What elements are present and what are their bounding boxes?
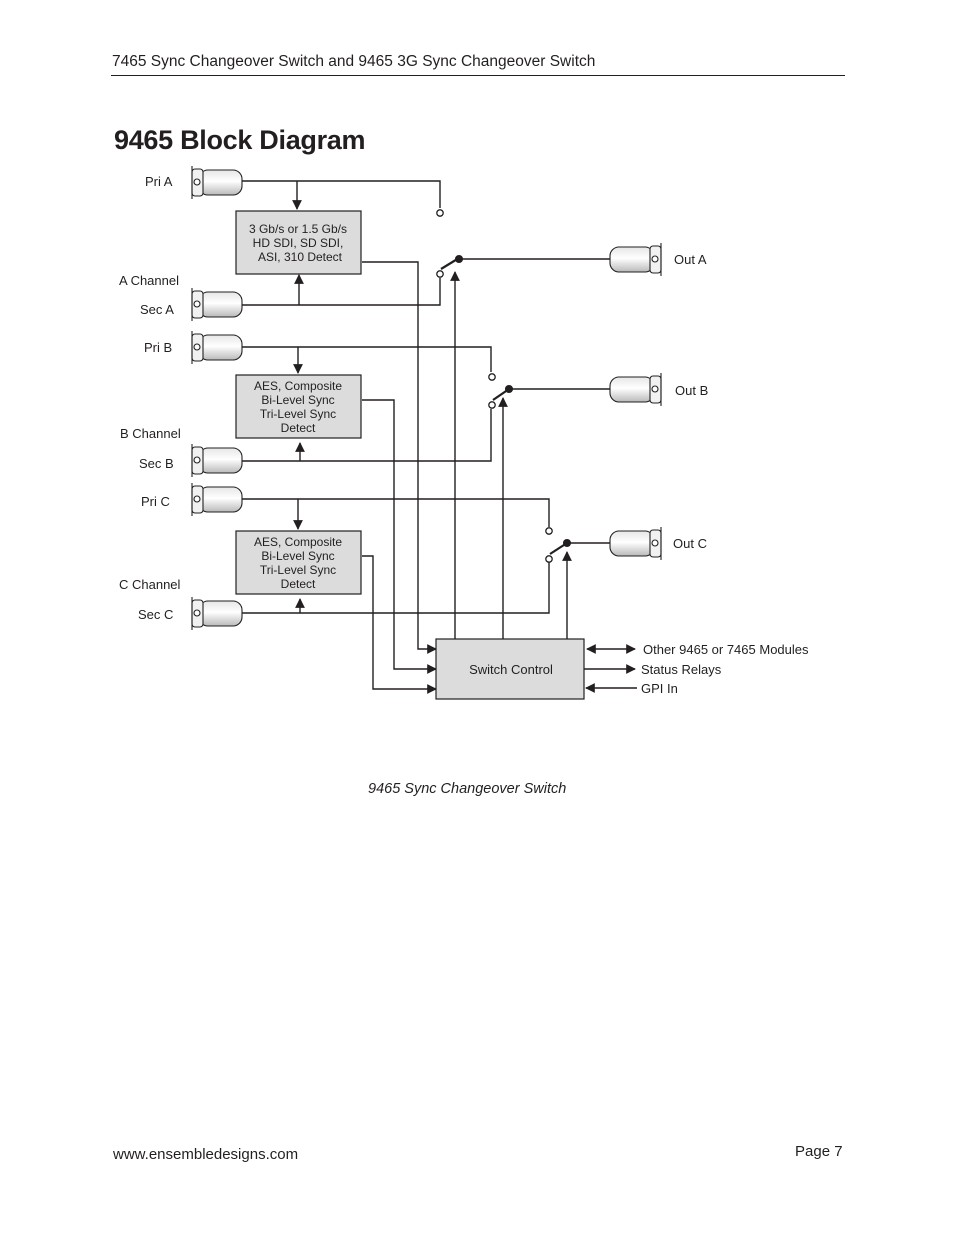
detector-c-line-1: AES, Composite	[254, 535, 342, 549]
header-divider	[111, 75, 845, 76]
label-sec-b: Sec B	[139, 456, 174, 471]
label-out-a: Out A	[674, 252, 707, 267]
connector-out-a	[609, 243, 662, 276]
label-sec-a: Sec A	[140, 302, 174, 317]
label-c-channel: C Channel	[119, 577, 181, 592]
detector-b-line-3: Tri-Level Sync	[260, 407, 336, 421]
switch-a	[436, 209, 464, 278]
switch-c	[545, 527, 572, 563]
detector-b-line-4: Detect	[281, 421, 316, 435]
connector-pri-c	[191, 483, 243, 516]
label-status-relays: Status Relays	[641, 662, 722, 677]
connector-out-b	[609, 373, 662, 406]
input-connectors	[191, 166, 243, 630]
connector-pri-b	[191, 331, 243, 364]
label-gpi-in: GPI In	[641, 681, 678, 696]
connector-out-c	[609, 527, 662, 560]
label-pri-b: Pri B	[144, 340, 172, 355]
detector-b-line-1: AES, Composite	[254, 379, 342, 393]
detector-a-line-2: HD SDI, SD SDI,	[253, 236, 344, 250]
footer-website: www.ensembledesigns.com	[113, 1146, 299, 1163]
label-a-channel: A Channel	[119, 273, 179, 288]
detector-c: AES, Composite Bi-Level Sync Tri-Level S…	[235, 530, 362, 595]
switch-control-label: Switch Control	[469, 662, 553, 677]
switch-b	[488, 373, 514, 409]
detector-c-line-3: Tri-Level Sync	[260, 563, 336, 577]
output-connectors	[609, 243, 662, 560]
detector-b-line-2: Bi-Level Sync	[261, 393, 334, 407]
detector-b: AES, Composite Bi-Level Sync Tri-Level S…	[235, 374, 362, 439]
label-pri-c: Pri C	[141, 494, 170, 509]
switch-control-box: Switch Control	[435, 638, 585, 700]
detector-a-line-1: 3 Gb/s or 1.5 Gb/s	[249, 222, 347, 236]
label-b-channel: B Channel	[120, 426, 181, 441]
connector-pri-a	[191, 166, 243, 199]
page-header: 7465 Sync Changeover Switch and 9465 3G …	[112, 53, 596, 70]
label-out-b: Out B	[675, 383, 708, 398]
connector-sec-b	[191, 444, 243, 477]
detector-a-line-3: ASI, 310 Detect	[258, 250, 343, 264]
detector-a: 3 Gb/s or 1.5 Gb/s HD SDI, SD SDI, ASI, …	[235, 210, 362, 275]
connector-sec-c	[191, 597, 243, 630]
detector-c-line-4: Detect	[281, 577, 316, 591]
label-pri-a: Pri A	[145, 174, 173, 189]
label-other-modules: Other 9465 or 7465 Modules	[643, 642, 809, 657]
figure-caption: 9465 Sync Changeover Switch	[368, 781, 567, 797]
label-sec-c: Sec C	[138, 607, 173, 622]
page-title: 9465 Block Diagram	[114, 125, 366, 155]
label-out-c: Out C	[673, 536, 707, 551]
detector-c-line-2: Bi-Level Sync	[261, 549, 334, 563]
diagram-labels: Pri A A Channel Sec A Pri B B Channel Se…	[119, 174, 809, 696]
connector-sec-a	[191, 288, 243, 321]
signal-wires	[242, 180, 637, 694]
page-number: Page 7	[795, 1143, 843, 1160]
